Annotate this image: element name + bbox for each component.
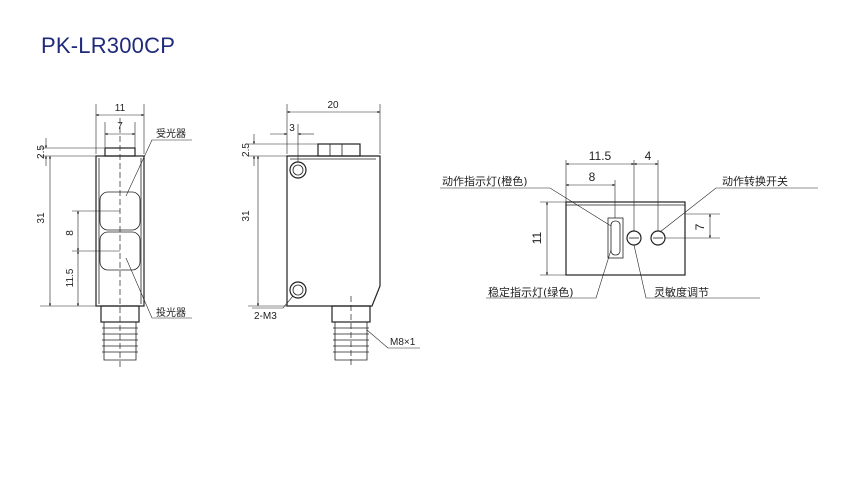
indicator-window xyxy=(607,217,624,259)
dim-panel-w2: 4 xyxy=(645,149,652,163)
dim-front-width: 11 xyxy=(115,103,126,114)
dim-panel-w1: 11.5 xyxy=(589,149,612,163)
thread-label: M8×1 xyxy=(390,337,416,348)
op-led-label: 动作指示灯(橙色) xyxy=(442,174,528,188)
dim-lens-gap: 8 xyxy=(65,230,76,236)
dim-panel-h2: 7 xyxy=(693,223,707,230)
dim-front-lens-offset: 7 xyxy=(117,121,123,132)
mount-hole-top xyxy=(289,161,307,179)
dim-side-height: 31 xyxy=(241,210,252,222)
receiver-label: 受光器 xyxy=(156,127,186,140)
page-title: PK-LR300CP xyxy=(41,33,176,58)
dim-panel-height: 11 xyxy=(530,231,544,244)
dim-side-width: 20 xyxy=(327,100,339,111)
side-connector xyxy=(334,321,368,361)
switch-label: 动作转换开关 xyxy=(722,174,788,188)
panel-view: 11.5 4 8 11 7 动作指示灯(橙色) 动作转换开关 稳定指示灯(绿色)… xyxy=(440,149,818,299)
side-view: 20 3 2.5 31 2-M3 M8×1 xyxy=(241,100,420,368)
front-view: 11 7 2.5 31 8 11.5 受光器 投光器 xyxy=(36,103,192,368)
stable-led-label: 稳定指示灯(绿色) xyxy=(488,285,574,299)
side-top-tab xyxy=(317,143,361,157)
dim-side-offset: 3 xyxy=(289,123,295,134)
dim-lens-bottom: 11.5 xyxy=(65,268,76,287)
dim-front-height: 31 xyxy=(36,212,47,224)
front-connector xyxy=(103,321,137,361)
side-body xyxy=(286,155,381,307)
emitter-label: 投光器 xyxy=(156,306,186,319)
indicator-led-icon xyxy=(610,220,621,256)
holes-label: 2-M3 xyxy=(254,311,277,322)
dim-panel-w3: 8 xyxy=(589,170,596,184)
panel-body xyxy=(565,201,686,276)
dim-side-top: 2.5 xyxy=(241,143,252,157)
dim-front-top: 2.5 xyxy=(36,145,47,159)
mount-hole-bottom xyxy=(289,281,307,299)
sensitivity-label: 灵敏度调节 xyxy=(654,285,709,299)
